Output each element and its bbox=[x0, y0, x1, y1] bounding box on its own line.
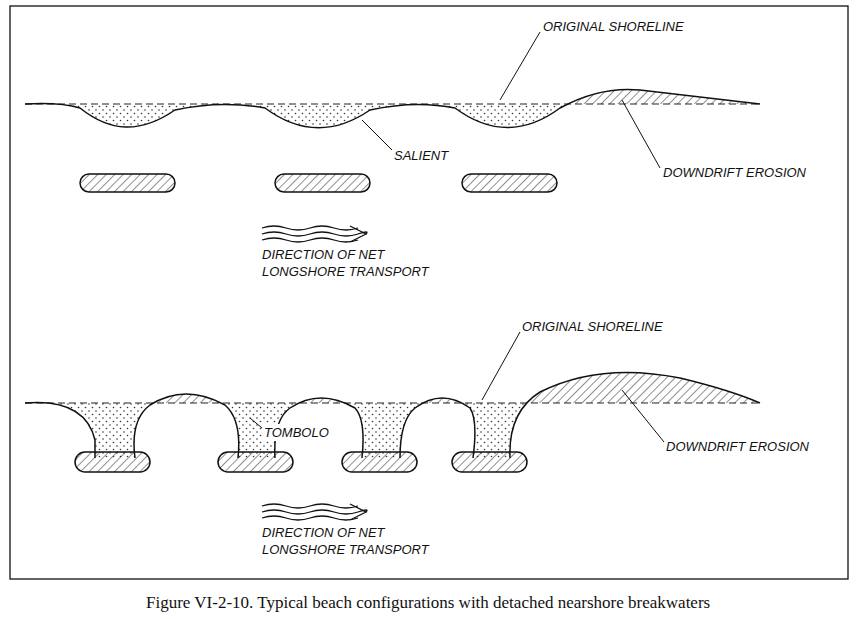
frame bbox=[10, 6, 848, 579]
original-shoreline bbox=[25, 402, 760, 403]
breakwater bbox=[462, 174, 557, 192]
leader-line bbox=[362, 120, 392, 150]
breakwater bbox=[275, 174, 370, 192]
salient-panel bbox=[25, 32, 760, 242]
transport-arrow bbox=[262, 226, 367, 242]
breakwater bbox=[218, 452, 293, 472]
leader-line bbox=[622, 100, 660, 168]
leader-line bbox=[250, 418, 262, 428]
tombolo-panel bbox=[25, 332, 760, 520]
leader-label: TOMBOLO bbox=[262, 424, 331, 441]
leader-line bbox=[622, 390, 664, 442]
breakwater bbox=[342, 452, 417, 472]
original-shoreline bbox=[25, 103, 760, 104]
leader-line bbox=[500, 32, 540, 100]
leader-label: DOWNDRIFT EROSION bbox=[663, 164, 806, 181]
leader-line bbox=[482, 332, 520, 400]
arrow-label: DIRECTION OF NET LONGSHORE TRANSPORT bbox=[262, 524, 447, 558]
shoreline bbox=[25, 89, 760, 127]
leader-label: SALIENT bbox=[394, 147, 448, 164]
shoreline bbox=[25, 372, 760, 458]
figure-caption: Figure VI-2-10. Typical beach configurat… bbox=[146, 593, 710, 613]
leader-label: ORIGINAL SHORELINE bbox=[522, 318, 663, 335]
arrow-label: DIRECTION OF NET LONGSHORE TRANSPORT bbox=[262, 246, 447, 280]
breakwater bbox=[80, 174, 175, 192]
breakwater bbox=[75, 452, 150, 472]
breakwater bbox=[452, 452, 527, 472]
leader-label: DOWNDRIFT EROSION bbox=[666, 438, 809, 455]
transport-arrow bbox=[262, 504, 367, 520]
leader-label: ORIGINAL SHORELINE bbox=[543, 18, 684, 35]
